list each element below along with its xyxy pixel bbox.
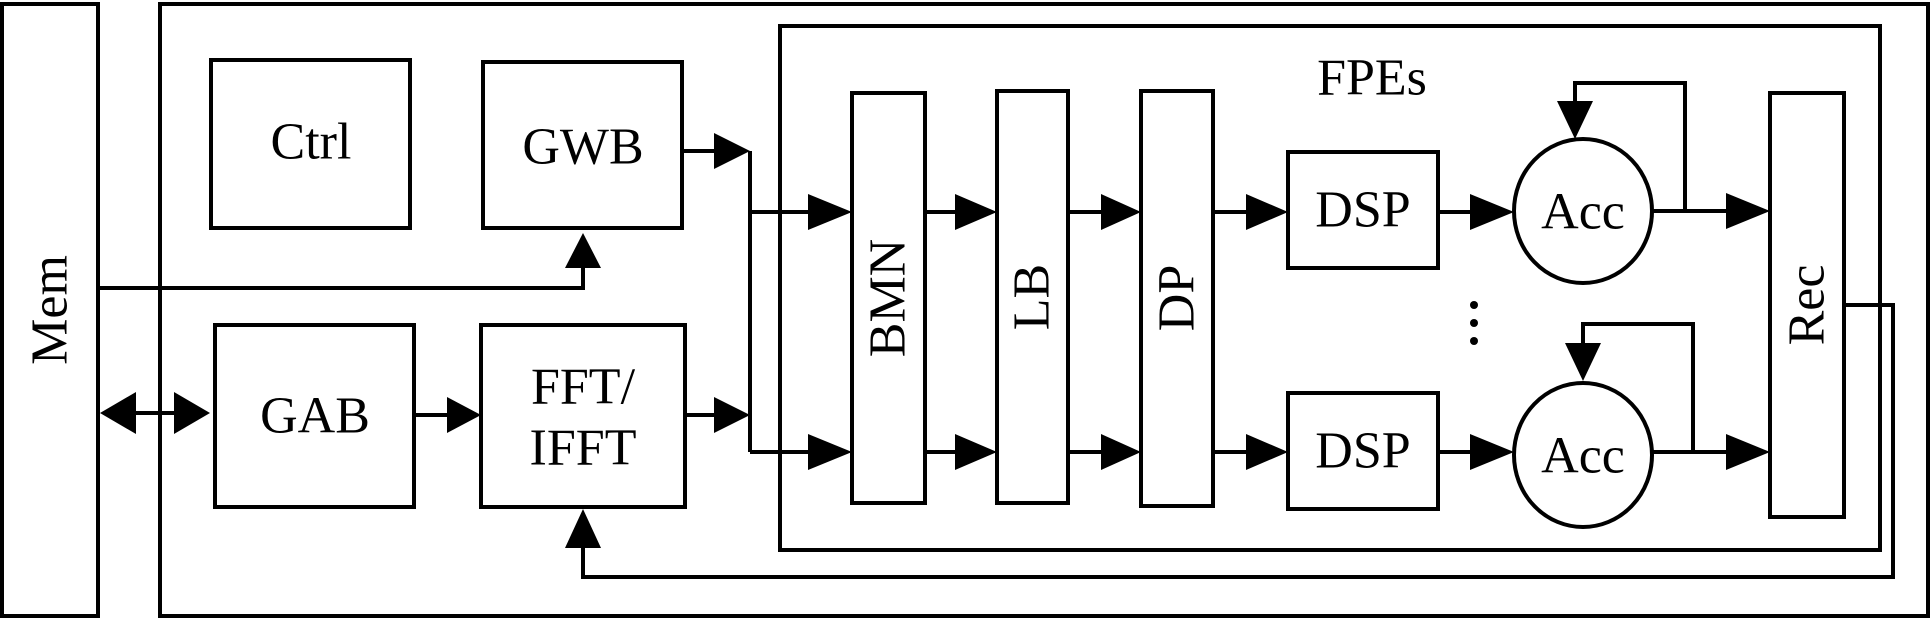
gwb-label: GWB: [522, 119, 643, 176]
dsp-to-acc-wires: [1438, 210, 1472, 454]
ctrl-label: Ctrl: [271, 114, 352, 171]
mem-label: Mem: [22, 255, 79, 365]
arrowhead: [1726, 193, 1770, 229]
ctrl-block: [209, 58, 412, 230]
arrowhead: [1101, 194, 1141, 230]
dsp-top-label: DSP: [1315, 182, 1410, 239]
arrowhead: [955, 194, 997, 230]
fpes-label: FPEs: [1317, 50, 1427, 107]
arrowhead: [808, 434, 852, 470]
gwb-block: [481, 60, 684, 230]
arrowhead: [1246, 194, 1288, 230]
bmn-to-lb-wires: [925, 210, 960, 454]
acc-bottom-feedback-wire: [1581, 322, 1695, 452]
acc-bottom-label: Acc: [1541, 428, 1625, 485]
arrowhead: [1565, 343, 1601, 381]
dp-block: [1139, 89, 1215, 508]
arrowhead: [714, 397, 750, 433]
acc-top-feedback-wire: [1573, 81, 1687, 211]
arrowhead: [1726, 434, 1770, 470]
arrowhead: [100, 392, 136, 434]
arrowhead: [565, 509, 601, 548]
gab-block: [213, 323, 416, 509]
fft-ifft-block: [479, 323, 687, 509]
acc-top-label: Acc: [1541, 184, 1625, 241]
rec-feedback-wire: [581, 303, 1895, 579]
rec-block: [1768, 91, 1846, 519]
fpe-input-bus-wire: [748, 151, 810, 454]
arrowhead: [1470, 194, 1514, 230]
arrowhead: [565, 233, 601, 268]
arrowhead: [1101, 434, 1141, 470]
fft-label-line1: FFT/: [531, 359, 636, 416]
arrowhead: [447, 397, 481, 433]
arrowhead: [955, 434, 997, 470]
bmn-label: BMN: [860, 239, 917, 357]
lb-label: LB: [1004, 264, 1061, 330]
rec-label: Rec: [1779, 265, 1836, 346]
gab-label: GAB: [260, 388, 370, 445]
mem-block: [0, 2, 100, 618]
arrowhead: [808, 194, 852, 230]
arrowhead: [1557, 101, 1593, 139]
fft-label-line2: IFFT: [530, 420, 637, 477]
lb-to-dp-wires: [1068, 210, 1105, 454]
arrowhead: [1246, 434, 1288, 470]
lb-block: [995, 89, 1070, 505]
dsp-bottom-label: DSP: [1315, 423, 1410, 480]
acc-bottom-node: [1512, 381, 1654, 529]
dp-label: DP: [1149, 265, 1206, 331]
bmn-block: [850, 91, 927, 505]
arrowhead: [714, 133, 750, 169]
dp-to-dsp-wires: [1213, 210, 1250, 454]
mem-to-gwb-wire: [98, 265, 585, 290]
arrowhead: [1470, 434, 1514, 470]
arrowhead: [174, 392, 210, 434]
dsp-top-block: [1286, 150, 1440, 270]
lane-ellipsis: [1470, 301, 1478, 345]
